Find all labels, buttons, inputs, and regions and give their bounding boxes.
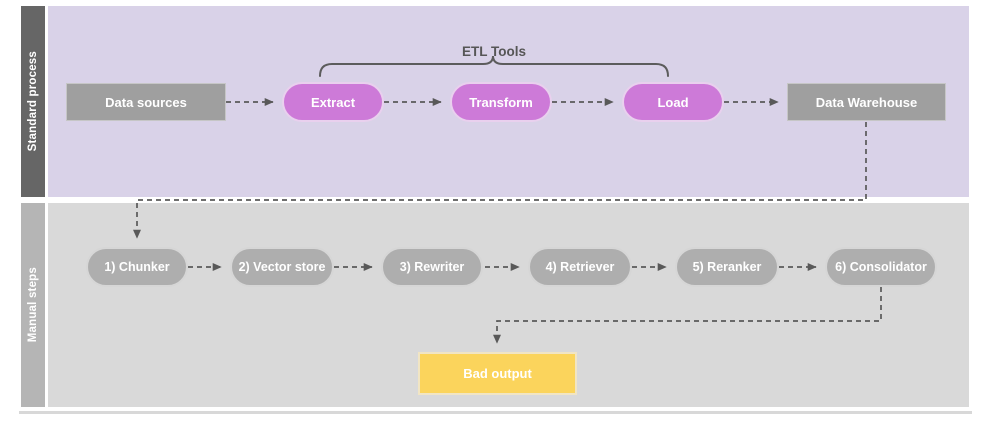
node-data-sources: Data sources (66, 83, 226, 121)
lane-label-standard-process: Standard process (21, 6, 45, 197)
node-consolidator: 6) Consolidator (825, 247, 937, 287)
node-transform-label: Transform (469, 94, 533, 110)
node-vector-store-label: 2) Vector store (238, 259, 326, 274)
bottom-divider (19, 411, 972, 414)
node-bad-output: Bad output (418, 352, 577, 395)
node-load-label: Load (657, 94, 689, 110)
node-extract: Extract (282, 82, 384, 122)
lane-label-manual-steps-text: Manual steps (27, 267, 39, 343)
node-bad-output-label: Bad output (463, 366, 532, 381)
node-chunker: 1) Chunker (86, 247, 188, 287)
node-data-warehouse-label: Data Warehouse (815, 94, 918, 110)
node-chunker-label: 1) Chunker (104, 259, 170, 274)
lane-label-manual-steps: Manual steps (21, 203, 45, 407)
node-data-warehouse: Data Warehouse (787, 83, 946, 121)
node-extract-label: Extract (310, 94, 356, 110)
node-load: Load (622, 82, 724, 122)
node-rewriter: 3) Rewriter (381, 247, 483, 287)
node-retriever-label: 4) Retriever (545, 259, 615, 274)
node-vector-store: 2) Vector store (230, 247, 334, 287)
node-rewriter-label: 3) Rewriter (399, 259, 465, 274)
node-transform: Transform (450, 82, 552, 122)
lane-label-standard-process-text: Standard process (27, 51, 39, 152)
etl-tools-label: ETL Tools (462, 44, 526, 59)
node-consolidator-label: 6) Consolidator (835, 259, 927, 274)
node-data-sources-label: Data sources (105, 94, 187, 110)
node-retriever: 4) Retriever (528, 247, 632, 287)
node-reranker: 5) Reranker (675, 247, 779, 287)
node-reranker-label: 5) Reranker (692, 259, 762, 274)
